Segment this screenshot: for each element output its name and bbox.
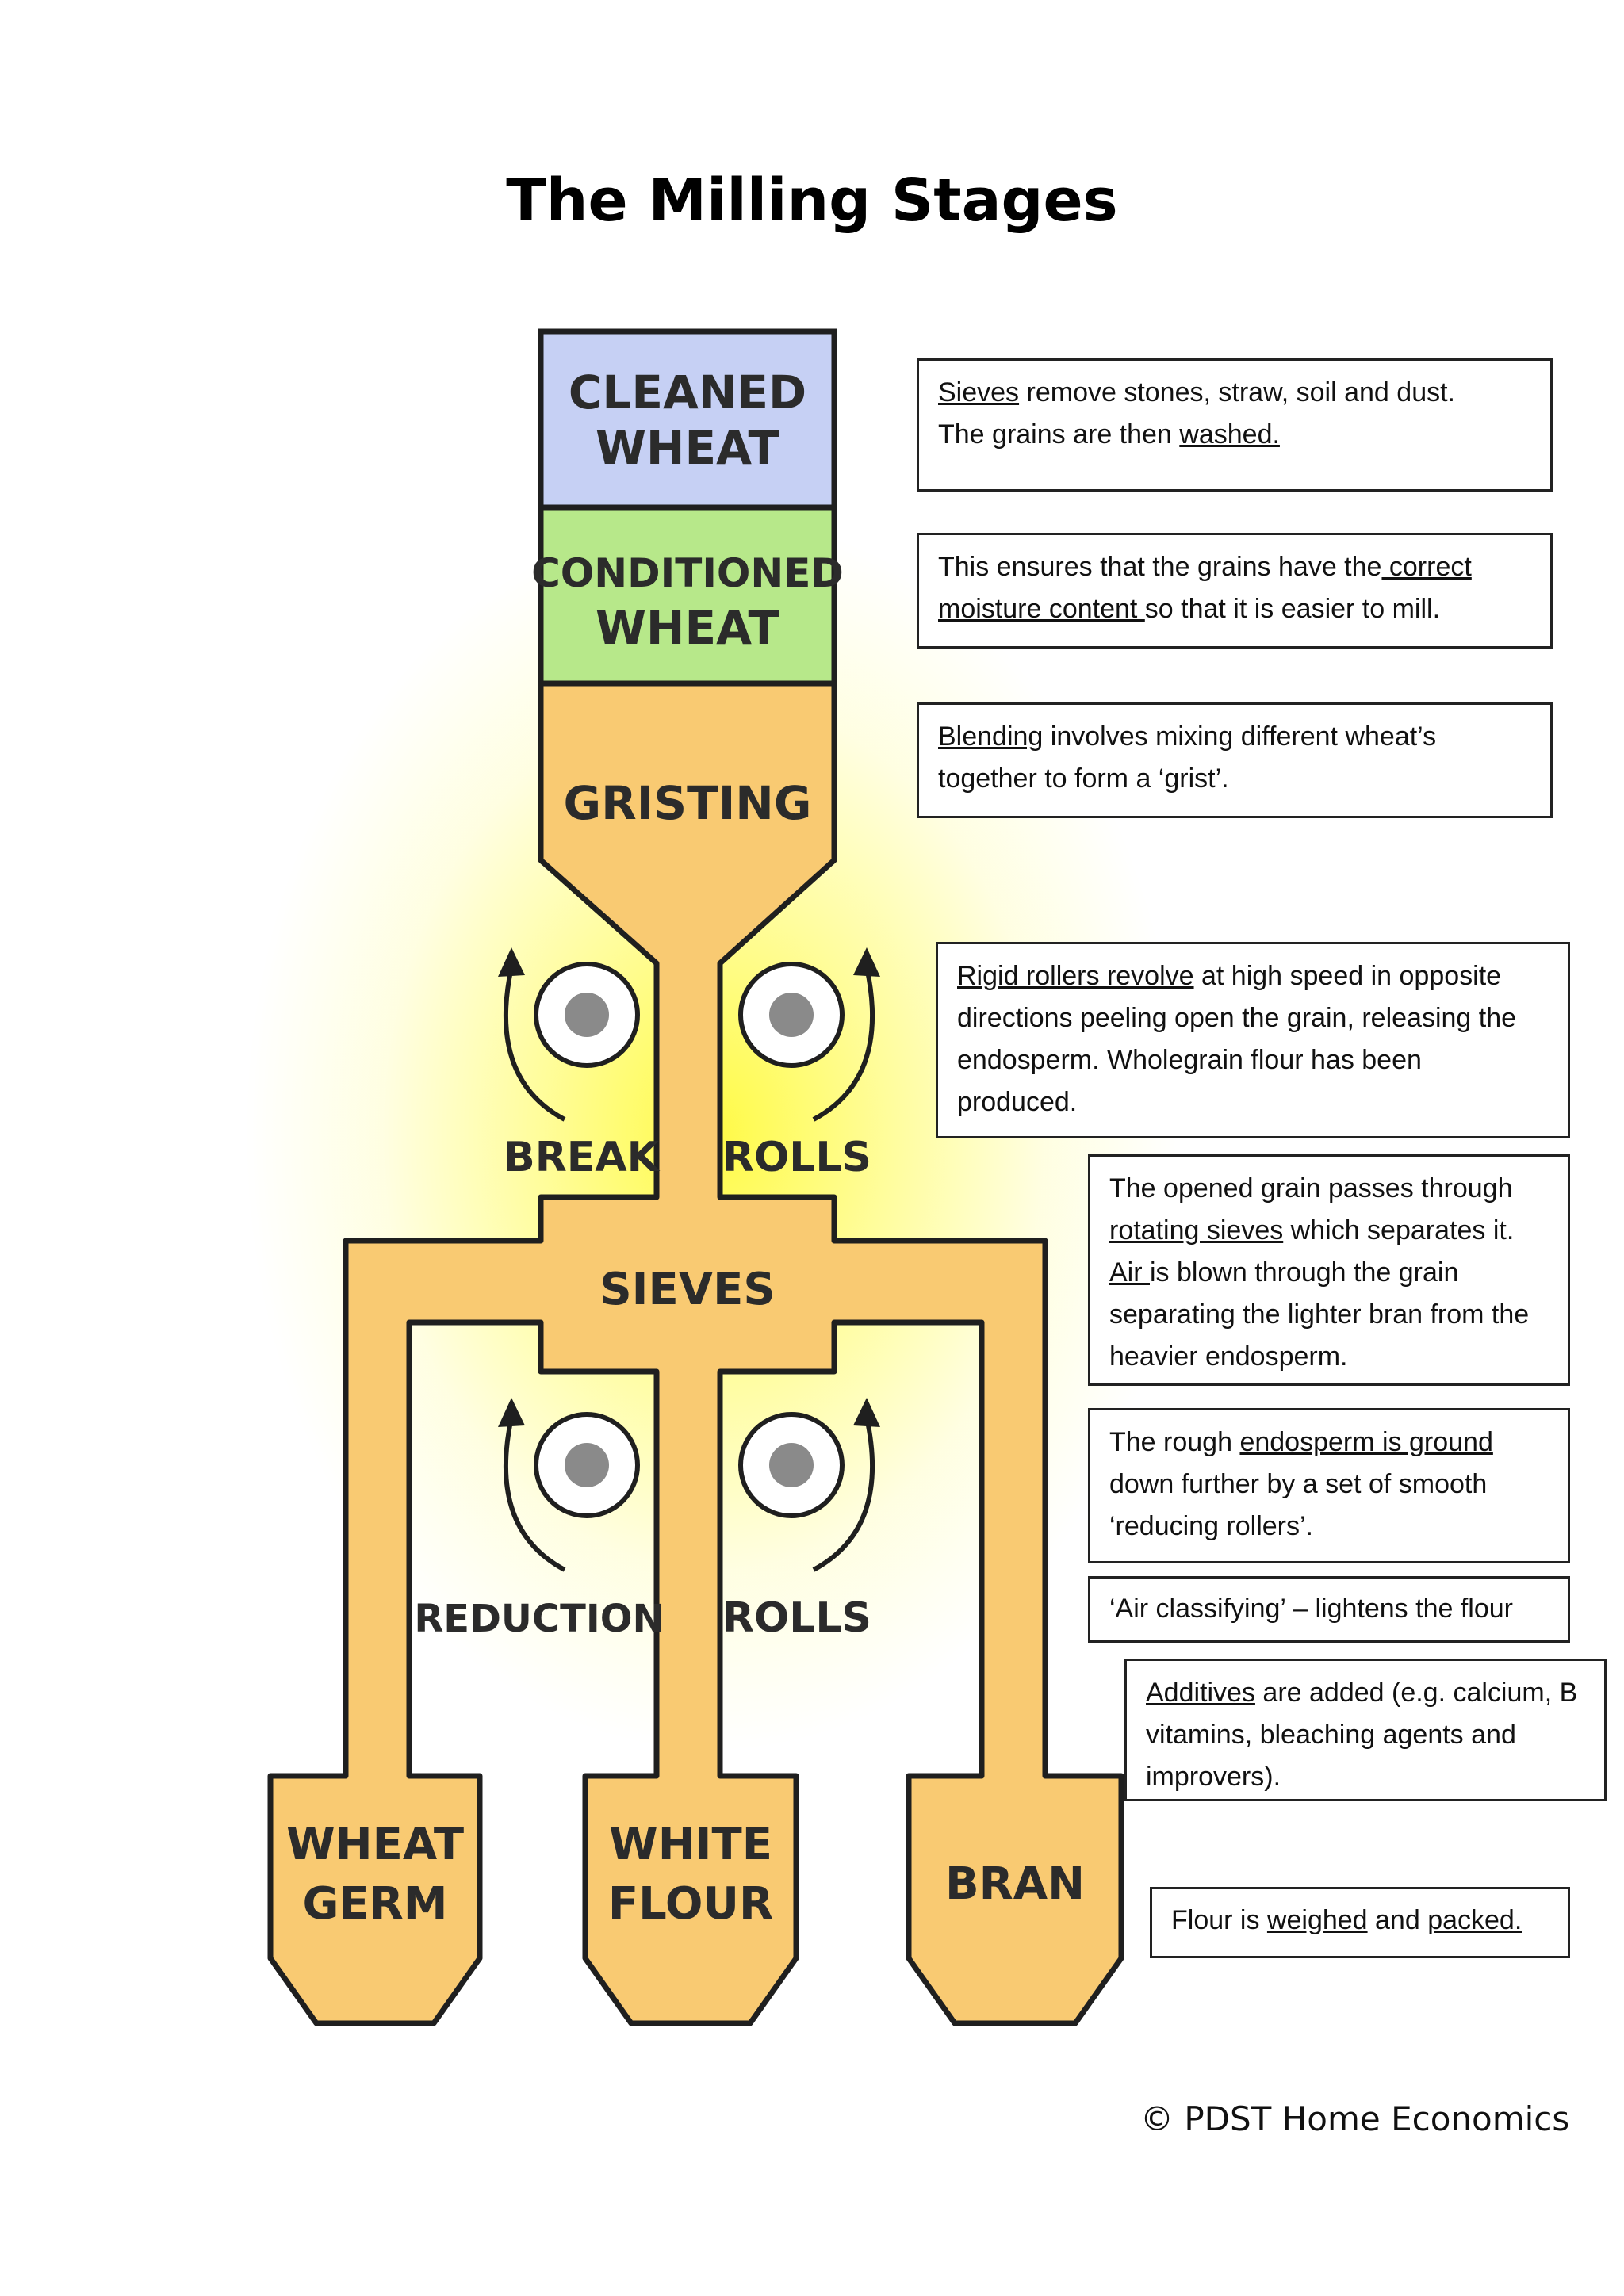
break-rolls-label: ROLLS	[722, 1134, 871, 1181]
cleaned-wheat-block	[538, 328, 837, 511]
reduction-label: REDUCTION	[414, 1597, 664, 1641]
note-gristing: Blending involves mixing different wheat…	[917, 702, 1553, 818]
note-underlined-text: correct moisture content	[938, 552, 1472, 624]
page-title: The Milling Stages	[506, 166, 1118, 235]
note-sieving: The opened grain passes through rotating…	[1088, 1154, 1570, 1386]
note-underlined-text: washed.	[1179, 419, 1280, 450]
cleaned-label-line1: CLEANED	[569, 365, 806, 419]
conditioned-label-line1: CONDITIONED	[531, 550, 844, 596]
note-text: is blown through the grain separating th…	[1109, 1257, 1530, 1372]
note-underlined-text: Additives	[1146, 1678, 1255, 1708]
bran-label: BRAN	[945, 1858, 1085, 1910]
note-underlined-text: Blending	[938, 721, 1044, 752]
mill-body-shape	[267, 680, 1124, 2026]
cleaned-label-line2: WHEAT	[596, 421, 780, 475]
note-text: and	[1367, 1905, 1428, 1935]
conditioned-wheat-block	[538, 504, 837, 687]
reduction-rolls-label: ROLLS	[722, 1594, 871, 1642]
note-underlined-text: Air	[1109, 1257, 1150, 1288]
copyright-notice: © PDST Home Economics	[1140, 2099, 1570, 2138]
note-break-rolls: Rigid rollers revolve at high speed in o…	[936, 942, 1570, 1138]
conditioned-label-line2: WHEAT	[596, 601, 780, 655]
note-text: Flour is	[1171, 1905, 1267, 1935]
note-underlined-text: weighed	[1266, 1905, 1368, 1935]
white-flour-label-line1: WHITE	[609, 1819, 772, 1870]
rotation-arrow-icon	[812, 966, 875, 1122]
sieves-label: SIEVES	[599, 1264, 775, 1315]
break-roller-right	[738, 962, 845, 1068]
arrow-head-icon	[853, 947, 880, 977]
break-label: BREAK	[504, 1134, 660, 1181]
break-roller-left	[534, 962, 640, 1068]
white-flour-label-line2: FLOUR	[608, 1878, 773, 1930]
arrow-head-icon	[498, 947, 525, 977]
wheat-germ-label-line2: GERM	[302, 1878, 447, 1930]
rotation-arrow-icon	[503, 966, 566, 1122]
note-underlined-text: Rigid rollers revolve	[957, 961, 1194, 991]
note-underlined-text: endosperm is ground	[1239, 1427, 1493, 1457]
rotation-arrow-icon	[812, 1417, 875, 1572]
note-text: remove stones, straw, soil and dust.	[1019, 377, 1456, 408]
note-text: The grains are then	[938, 419, 1180, 450]
rotation-arrow-icon	[503, 1417, 566, 1572]
note-text: involves mixing different wheat’s togeth…	[938, 721, 1437, 794]
note-additives: Additives are added (e.g. calcium, B vit…	[1124, 1659, 1607, 1801]
wheat-germ-label-line1: WHEAT	[286, 1819, 464, 1870]
note-packing: Flour is weighed and packed.	[1150, 1887, 1570, 1958]
note-text: The opened grain passes through	[1109, 1173, 1513, 1203]
note-underlined-text: packed.	[1427, 1905, 1522, 1935]
note-underlined-text: rotating sieves	[1109, 1215, 1284, 1246]
note-text: The rough	[1109, 1427, 1240, 1457]
note-reduction: The rough endosperm is ground down furth…	[1088, 1408, 1570, 1563]
note-text: so that it is easier to mill.	[1144, 594, 1441, 624]
note-text: This ensures that the grains have the	[938, 552, 1382, 582]
note-conditioning: This ensures that the grains have the co…	[917, 533, 1553, 649]
note-underlined-text: Sieves	[938, 377, 1020, 408]
note-text: ‘Air classifying’ – lightens the flour	[1109, 1594, 1513, 1624]
note-air-classifying: ‘Air classifying’ – lightens the flour	[1088, 1576, 1570, 1643]
arrow-head-icon	[498, 1398, 525, 1427]
note-text: are added (e.g. calcium, B vitamins, ble…	[1146, 1678, 1578, 1792]
reduction-roller-left	[534, 1412, 640, 1518]
gristing-label: GRISTING	[564, 776, 812, 830]
note-text: at high speed in opposite directions pee…	[957, 961, 1517, 1117]
note-text: which separates it.	[1283, 1215, 1515, 1246]
note-text: down further by a set of smooth ‘reducin…	[1109, 1469, 1488, 1541]
note-cleaning: Sieves remove stones, straw, soil and du…	[917, 358, 1553, 492]
reduction-roller-right	[738, 1412, 845, 1518]
arrow-head-icon	[853, 1398, 880, 1427]
